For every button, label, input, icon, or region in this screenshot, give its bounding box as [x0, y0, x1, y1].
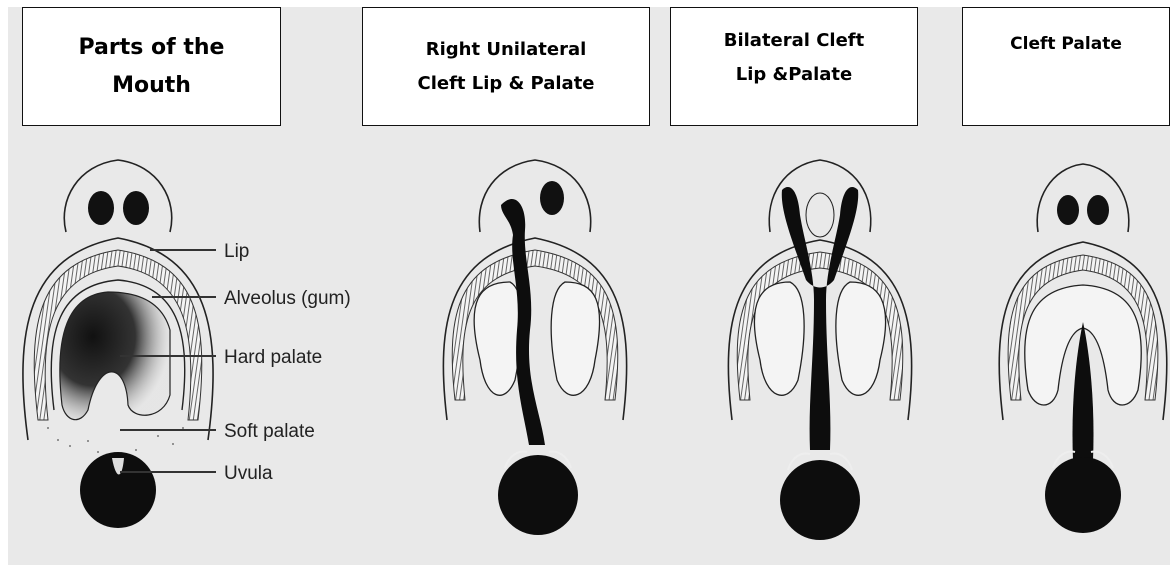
- figure-cleft-palate: [999, 164, 1167, 533]
- label-soft-palate: Soft palate: [224, 421, 315, 442]
- alveolus-arch-right: [551, 282, 599, 395]
- figure-unilateral-cleft: [443, 160, 626, 535]
- uvula-ball: [780, 460, 860, 540]
- nostril-right: [123, 191, 149, 225]
- label-alveolus: Alveolus (gum): [224, 288, 351, 309]
- nose-outline: [64, 160, 171, 232]
- label-uvula: Uvula: [224, 463, 273, 484]
- nostril-left: [88, 191, 114, 225]
- label-hard-palate: Hard palate: [224, 347, 322, 368]
- label-lip: Lip: [224, 241, 249, 262]
- alveolus-arch-left: [474, 282, 522, 395]
- nostril-right: [1087, 195, 1109, 225]
- nostril-left: [1057, 195, 1079, 225]
- figure-bilateral-cleft: [728, 160, 911, 540]
- uvula-ball: [498, 455, 578, 535]
- alveolus-arch-right: [836, 282, 886, 395]
- premaxilla: [806, 193, 834, 237]
- alveolus-arch-left: [754, 282, 804, 395]
- cleft-gap: [1072, 322, 1093, 460]
- nose-outline: [1037, 164, 1129, 232]
- nose-outline: [479, 160, 590, 232]
- nostril-right: [540, 181, 564, 215]
- uvula-ball: [1045, 457, 1121, 533]
